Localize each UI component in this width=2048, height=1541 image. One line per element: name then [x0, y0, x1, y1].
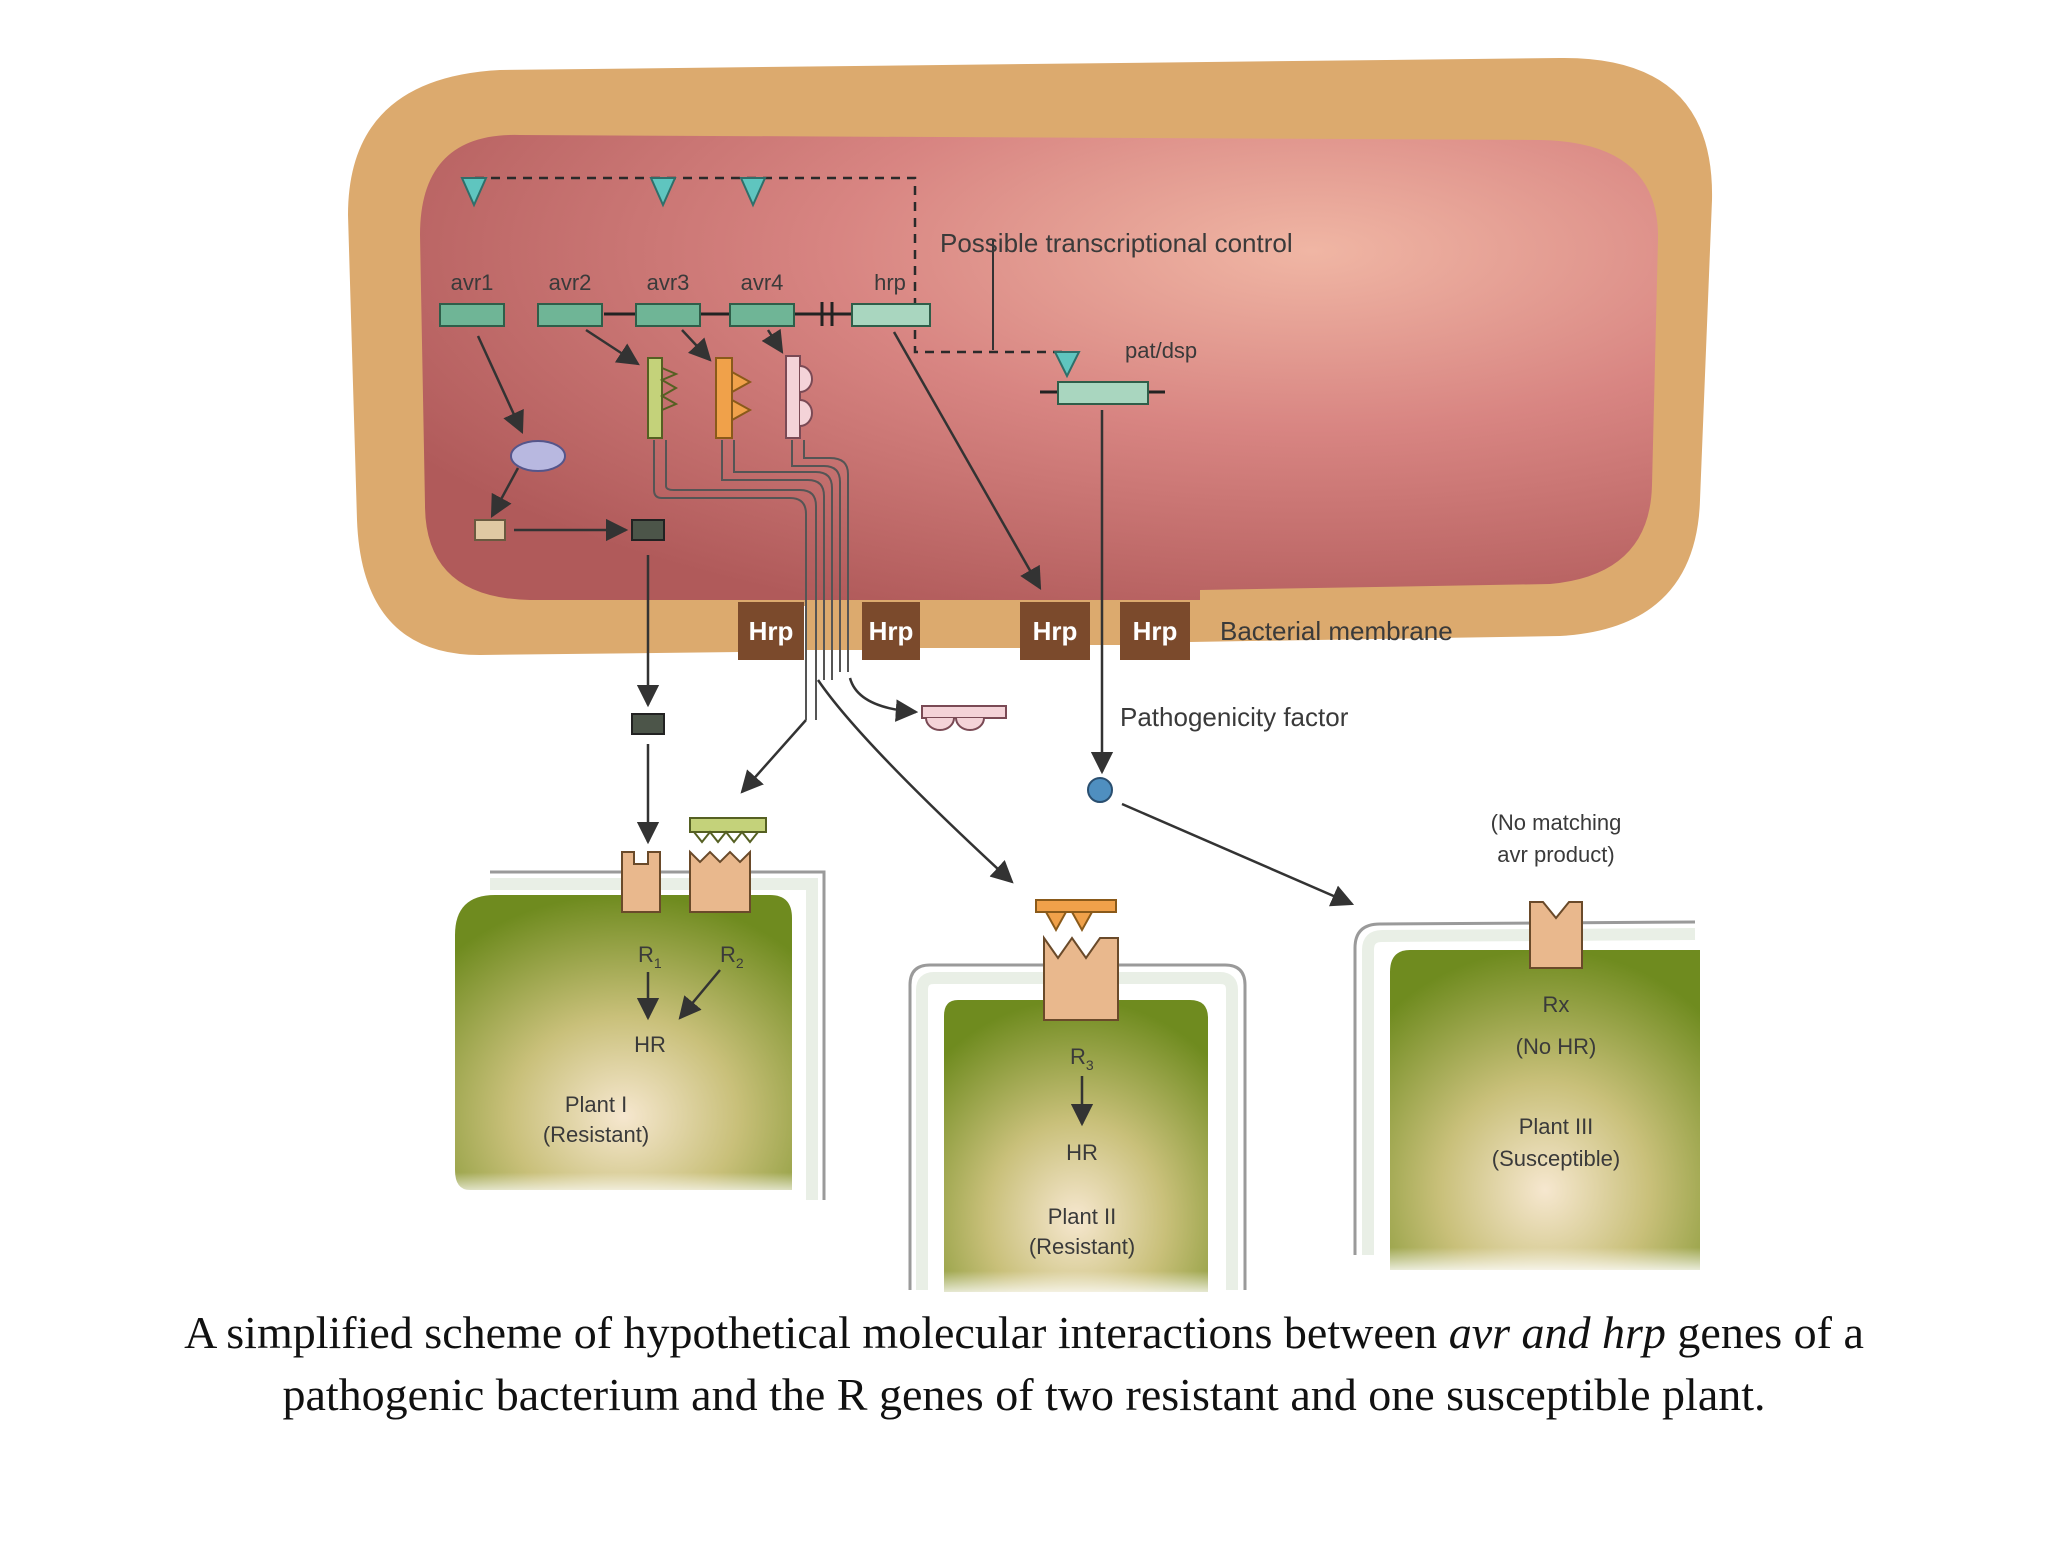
cytoplasm	[420, 134, 1659, 600]
gene-avr3-label: avr3	[647, 270, 690, 295]
plant-2: R3 HR Plant II (Resistant)	[908, 899, 1247, 1295]
hrp-channel-label: Hrp	[869, 616, 914, 646]
hrp-channel-label: Hrp	[749, 616, 794, 646]
rx-label: Rx	[1543, 992, 1570, 1017]
elicitor-secreted	[631, 713, 665, 735]
triangle-icon	[739, 177, 767, 208]
bacterium	[348, 57, 1713, 656]
gene-avr2-label: avr2	[549, 270, 592, 295]
triangle-icon	[460, 177, 488, 208]
hrp-channel-label: Hrp	[1033, 616, 1078, 646]
avr1-enzyme	[510, 440, 566, 472]
gene-hrp-label: hrp	[874, 270, 906, 295]
gene-avr2	[537, 303, 603, 327]
plant-3: (No matching avr product) Rx (No HR) Pla…	[1353, 810, 1704, 1272]
gene-avr4-label: avr4	[741, 270, 784, 295]
r2-label: R2	[720, 942, 744, 971]
figure-caption: A simplified scheme of hypothetical mole…	[100, 1302, 1948, 1426]
r2-receptor	[689, 849, 751, 913]
hrp-channel-label: Hrp	[1133, 616, 1178, 646]
avr2-product	[647, 357, 679, 439]
plant1-status: (Resistant)	[543, 1122, 649, 1147]
no-match-label-line2: avr product)	[1497, 842, 1614, 867]
hrp-channel-1: Hrp	[738, 602, 804, 660]
plant1-hr-label: HR	[634, 1032, 666, 1057]
plant3-status: (Susceptible)	[1492, 1146, 1620, 1171]
avr3-bound-product	[1035, 899, 1117, 913]
r2-arrow	[678, 969, 721, 1020]
plant3-name: Plant III	[1519, 1114, 1594, 1139]
avr3-product	[715, 357, 753, 439]
pat-dsp-gene: pat/dsp	[1040, 338, 1197, 405]
r3-label: R3	[1070, 1044, 1094, 1073]
pathogenicity-factor-dot	[1087, 777, 1113, 803]
bacterial-membrane-label: Bacterial membrane	[1220, 616, 1453, 646]
hrp-channel-2: Hrp	[862, 602, 920, 660]
hrp-channels: Hrp Hrp Hrp Hrp	[738, 602, 1190, 660]
r3-receptor	[1043, 934, 1119, 1021]
pathway-arrows	[476, 328, 1355, 907]
gene-avr1	[439, 303, 505, 327]
r1-receptor	[621, 851, 661, 913]
caption-part3: genes of a pathogenic bacterium and the …	[282, 1307, 1864, 1420]
gene-hrp	[851, 303, 931, 327]
promoter-triangles	[460, 177, 1081, 379]
avr4-product	[785, 355, 813, 439]
pat-dsp-label: pat/dsp	[1125, 338, 1197, 363]
hrp-channel-3: Hrp	[1020, 602, 1090, 660]
rx-receptor	[1529, 901, 1583, 969]
transcriptional-control-path	[475, 176, 1065, 354]
plant2-status: (Resistant)	[1029, 1234, 1135, 1259]
transcriptional-control-label: Possible transcriptional control	[940, 228, 1293, 258]
no-hr-label: (No HR)	[1516, 1034, 1597, 1059]
elicitor-product	[631, 519, 665, 541]
caption-part1: A simplified scheme of hypothetical mole…	[184, 1307, 1449, 1358]
hrp-channel-4: Hrp	[1120, 602, 1190, 660]
avr2-bound-product	[689, 817, 767, 833]
gene-avr3	[635, 303, 701, 327]
gene-row: avr1 avr2 avr3 avr4 hrp	[439, 270, 931, 327]
plant2-hr-label: HR	[1066, 1140, 1098, 1165]
triangle-icon	[649, 177, 677, 208]
substrate-precursor	[474, 519, 506, 541]
avr4-product-secreted	[921, 705, 1007, 731]
gene-avr4	[729, 303, 795, 327]
plant2-name: Plant II	[1048, 1204, 1116, 1229]
plant-1: R1 R2 HR Plant I (Resistant)	[450, 817, 826, 1200]
caption-italic: avr and hrp	[1448, 1307, 1666, 1358]
plant1-name: Plant I	[565, 1092, 627, 1117]
gene-avr1-label: avr1	[451, 270, 494, 295]
no-match-label-line1: (No matching	[1491, 810, 1622, 835]
triangle-icon	[1053, 351, 1081, 379]
pathogenicity-factor-label: Pathogenicity factor	[1120, 702, 1349, 732]
r1-label: R1	[638, 942, 662, 971]
secretion-tubes	[653, 440, 849, 720]
